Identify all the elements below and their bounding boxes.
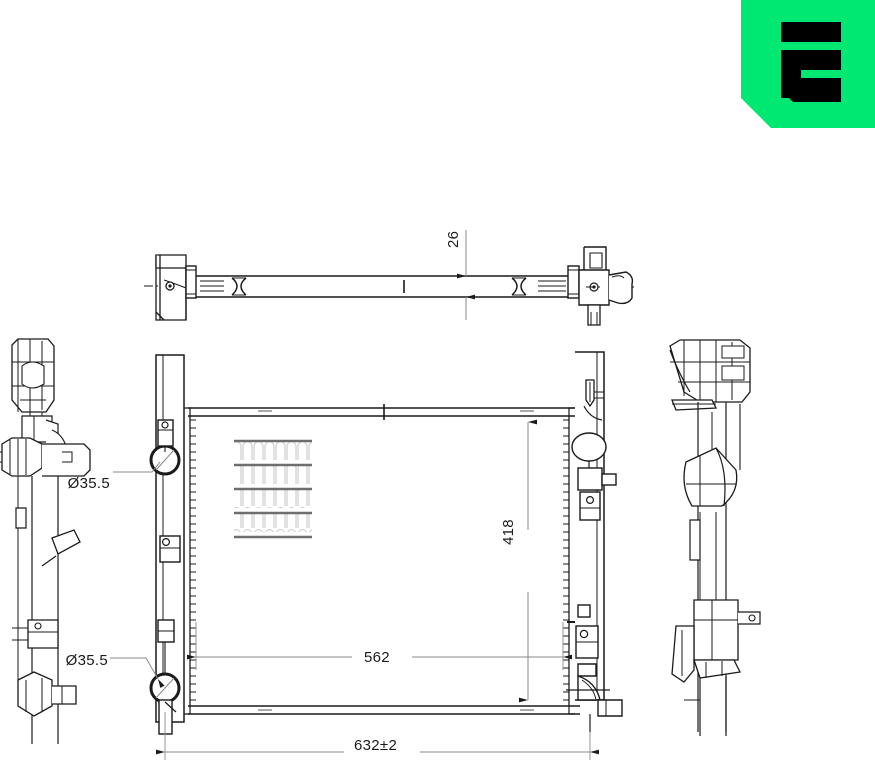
- top-view-break-symbol-right: [511, 277, 527, 296]
- dim-label-inlet-port: Ø35.5: [68, 475, 110, 492]
- dim-label-overall-width: 632±2: [354, 737, 397, 754]
- dim-label-core-width: 562: [364, 649, 390, 666]
- front-view-right-foot: [566, 663, 623, 732]
- top-view-right-bracket: [578, 246, 634, 326]
- brand-badge-glyph: [781, 22, 841, 102]
- front-view: [110, 351, 623, 760]
- right-side-view: [669, 339, 761, 736]
- dim-core-width-562: [187, 622, 572, 670]
- front-view-right-lower-pin: [567, 604, 599, 659]
- top-view-break-symbol-left: [231, 277, 247, 296]
- top-view-body-inner: [200, 280, 566, 292]
- front-view-right-valve: [583, 379, 604, 421]
- top-view-body: [196, 275, 580, 298]
- left-side-view: [0, 338, 91, 744]
- top-view-right-flange: [567, 265, 580, 299]
- dim-leader-lines: [110, 461, 165, 689]
- dim-label-thickness: 26: [445, 231, 462, 248]
- inlet-port-slash: [155, 449, 175, 471]
- front-view-left-tank-serration: [189, 416, 196, 706]
- front-view-right-mid-bracket: [577, 467, 617, 521]
- front-view-right-tank-serration: [563, 416, 570, 706]
- front-view-core-fins: [234, 439, 312, 539]
- front-view-right-oval-boss: [571, 432, 607, 470]
- brand-badge: [741, 0, 875, 128]
- outlet-port-slash: [155, 677, 175, 699]
- dim-overall-width-632: [156, 712, 599, 760]
- top-view-left-flange: [185, 265, 197, 299]
- dim-label-outlet-port: Ø35.5: [66, 652, 108, 669]
- front-view-right-tank: [568, 351, 605, 715]
- dim-label-core-height: 418: [500, 519, 517, 545]
- front-view-left-mount-pin: [159, 535, 181, 563]
- brand-badge-svg: [741, 0, 875, 128]
- front-view-inlet-neck: [157, 419, 174, 452]
- top-view: [144, 230, 634, 326]
- front-view-outlet-neck: [157, 619, 177, 735]
